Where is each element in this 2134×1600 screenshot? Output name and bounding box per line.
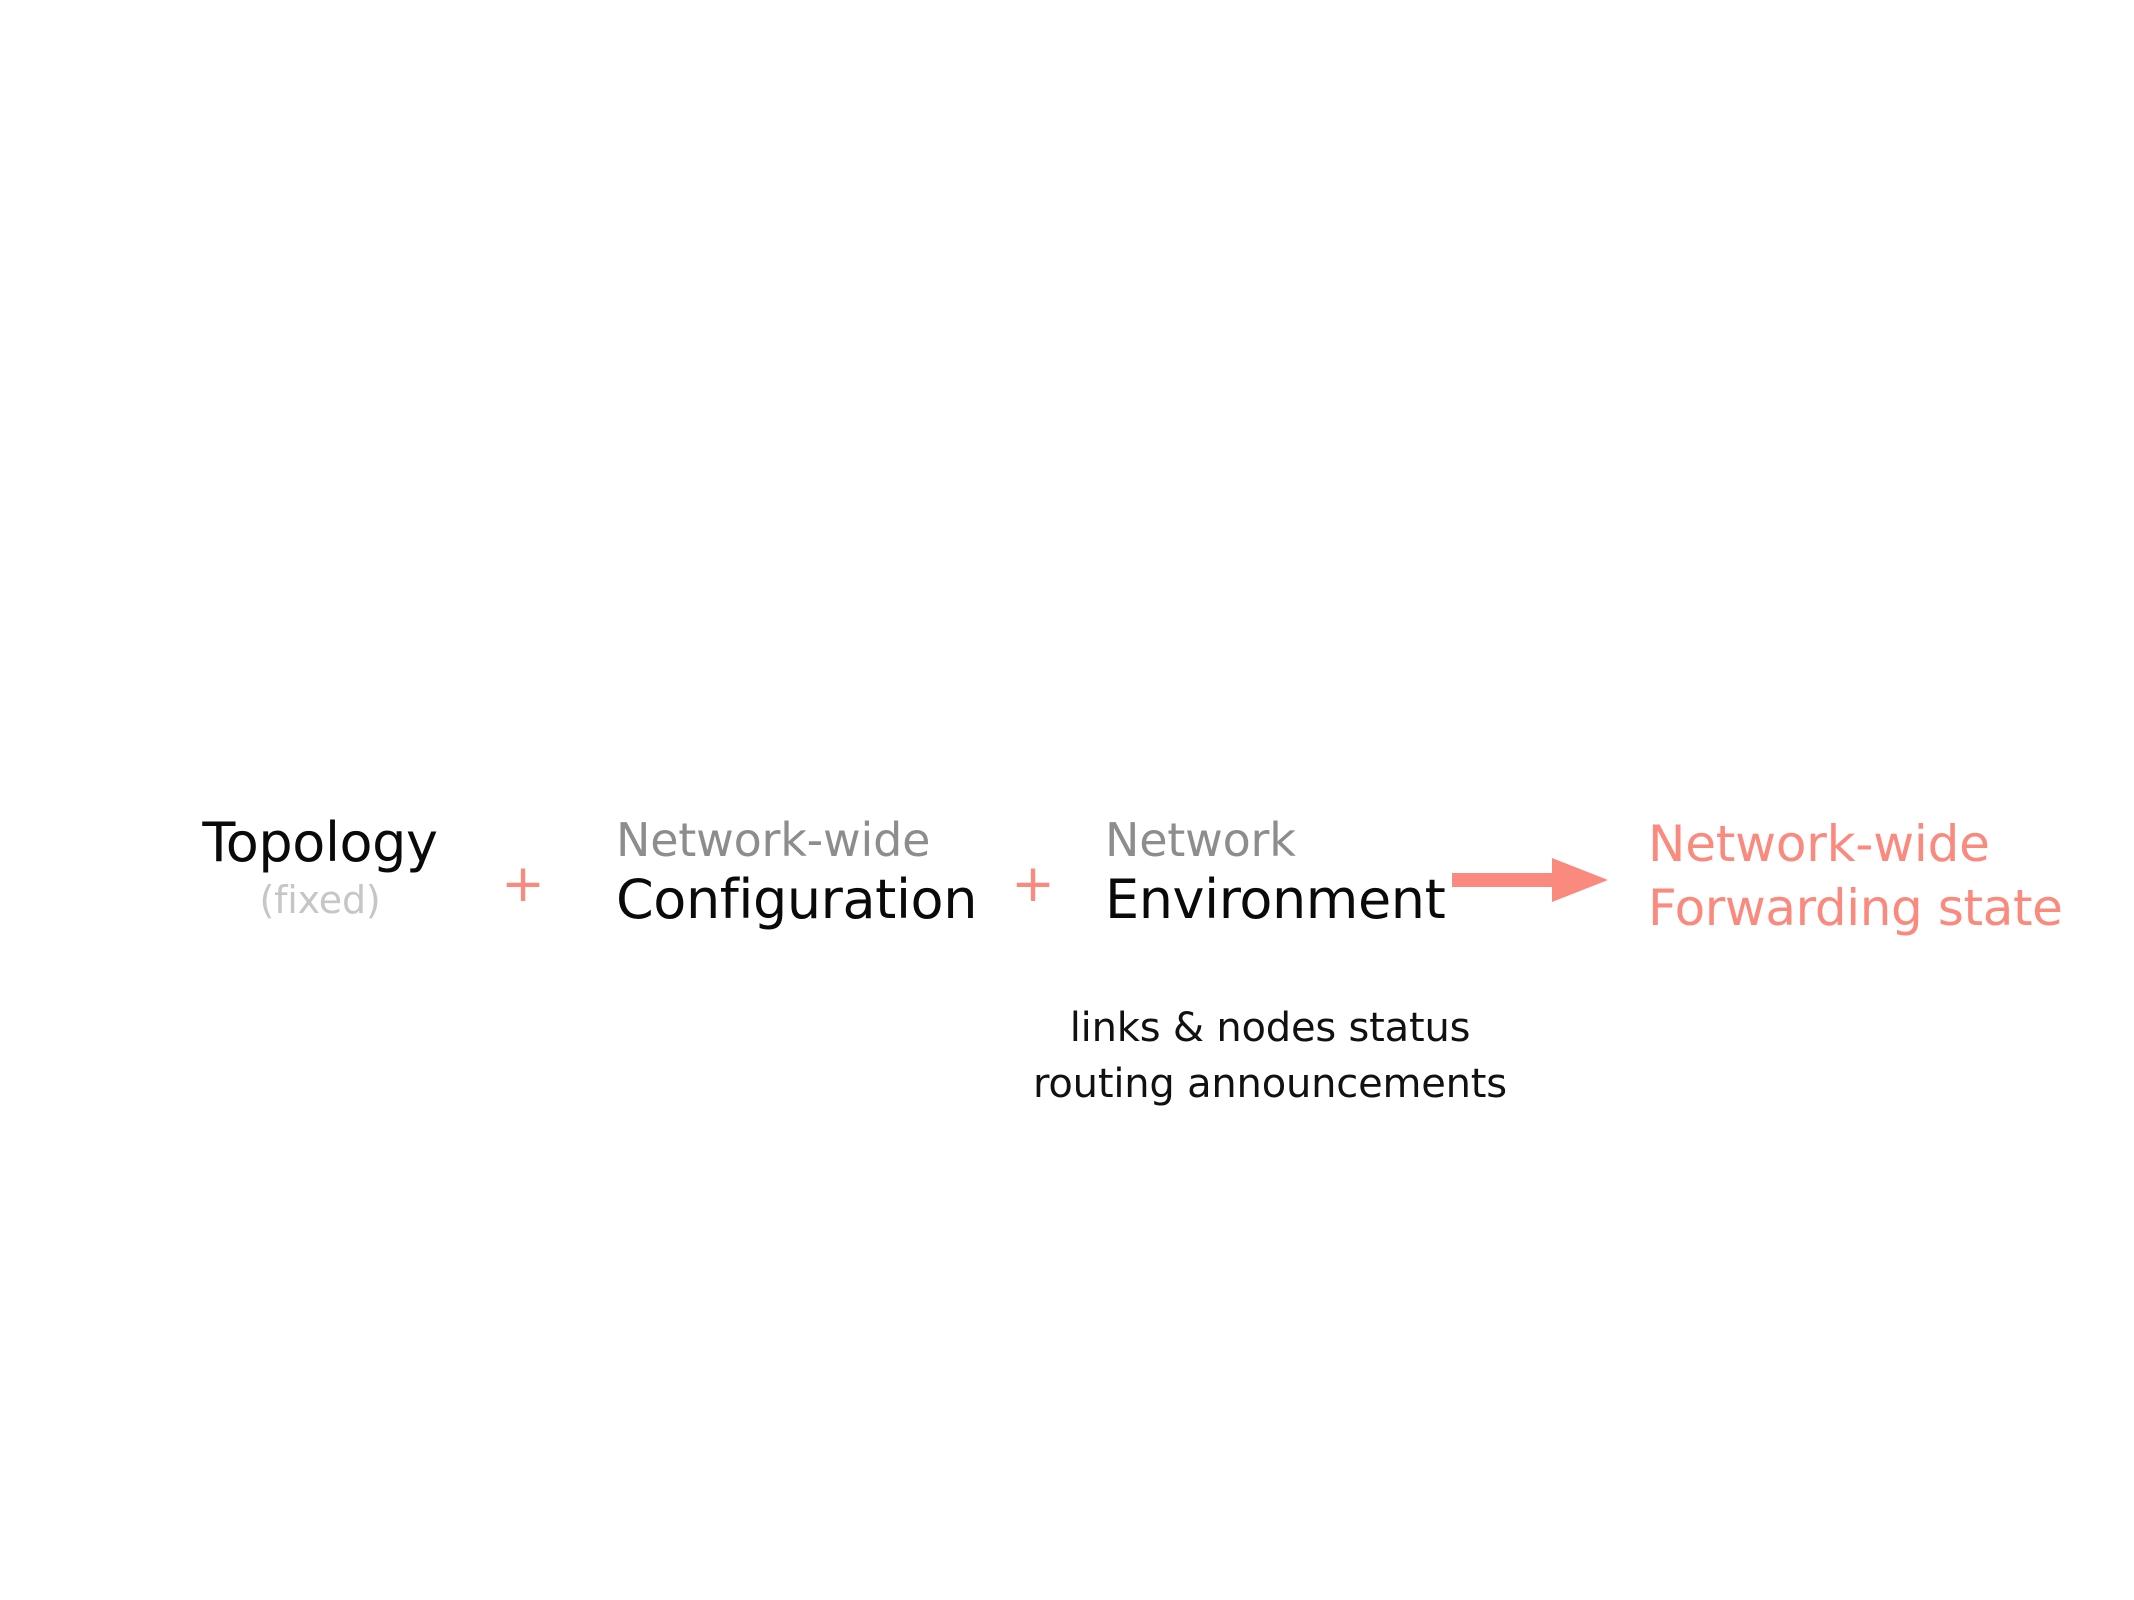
term-configuration-top-label: Network-wide <box>616 813 931 867</box>
term-forwarding-state: Network-wide Forwarding state <box>1648 812 2063 940</box>
plus-operator-2: + <box>1011 854 1055 914</box>
annotation-line-2: routing announcements <box>1033 1061 1507 1107</box>
term-environment-main-label: Environment <box>1105 868 1446 931</box>
term-forwarding-state-top-label: Network-wide <box>1648 815 1990 873</box>
term-environment-top-label: Network <box>1105 813 1296 867</box>
annotation-line-1: links & nodes status <box>1069 1005 1471 1051</box>
term-configuration: Network-wide Configuration <box>616 812 977 932</box>
term-environment: Network Environment <box>1105 812 1446 932</box>
right-arrow-icon <box>1452 858 1608 902</box>
term-configuration-main-label: Configuration <box>616 868 978 931</box>
term-topology-sub-label: (fixed) <box>259 878 381 922</box>
term-forwarding-state-main-label: Forwarding state <box>1648 879 2063 937</box>
plus-operator-1: + <box>501 854 545 914</box>
term-topology-main-label: Topology <box>202 811 438 874</box>
term-topology: Topology (fixed) <box>150 812 490 926</box>
environment-annotations: links & nodes status routing announcemen… <box>920 1000 1620 1112</box>
